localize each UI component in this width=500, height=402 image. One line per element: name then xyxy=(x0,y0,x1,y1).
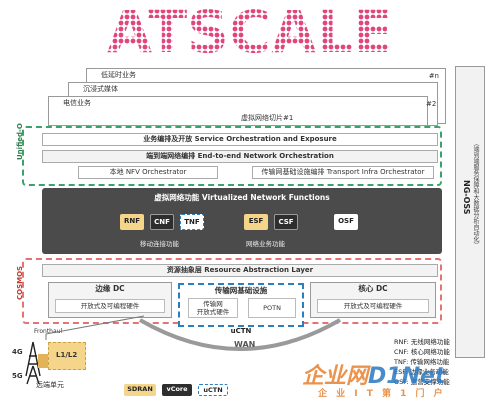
edge-dc-title: 边缘 DC xyxy=(95,284,125,293)
transport-potn: POTN xyxy=(248,298,296,318)
label-5g: 5G xyxy=(12,372,23,380)
rru-box xyxy=(38,354,48,368)
core-dc: 核心 DC 开放式及可编程硬件 xyxy=(310,282,436,318)
watermark-d1net: D1Net xyxy=(368,364,446,389)
vnf-esf: ESF xyxy=(244,214,268,230)
rru-label: 远端单元 xyxy=(36,381,64,389)
tag-vcore: vCore xyxy=(162,384,192,396)
watermark-subtitle: 企 业 I T 第 1 门 户 xyxy=(318,389,446,399)
ng-oss-title: NG-OSS xyxy=(462,180,471,215)
unified-o-label: Unified-O xyxy=(16,123,24,160)
tag-uctn: uCTN xyxy=(198,384,228,396)
vnf-title: 虚拟网络功能 Virtualized Network Functions xyxy=(154,193,330,202)
l1l2-label: L1/L2 xyxy=(56,351,78,359)
slice-mark-n: #n xyxy=(428,72,439,80)
fronthaul-label: Fronthaul xyxy=(34,328,63,335)
antenna-4g-icon xyxy=(25,341,41,377)
antenna-5g-icon xyxy=(26,365,40,385)
label-4g: 4G xyxy=(12,348,23,356)
vnf-panel xyxy=(42,188,442,254)
vnf-cnf: CNF xyxy=(150,214,174,230)
slice-telecom-label: 电信业务 xyxy=(63,99,91,107)
l1l2-unit: L1/L2 xyxy=(48,342,86,370)
vnf-mobile-label: 移动连接功能 xyxy=(140,240,179,248)
slice-mark-1: 虚拟网络切片#1 xyxy=(241,114,294,122)
watermark-logo: 企业网D1Net xyxy=(302,358,445,390)
tag-sdran: SDRAN xyxy=(124,384,156,396)
transport-infra-orchestrator: 传输网基础设施编排 Transport Infra Orchestrator xyxy=(252,166,434,179)
legend-tnf: TNF: 传输网络功能 xyxy=(394,358,450,366)
legend-esf: ESF: 边缘业务功能 xyxy=(394,368,449,376)
wan-label: WAN xyxy=(234,340,256,349)
legend: RNF: 无线网络功能 CNF: 核心网络功能 TNF: 传输网络功能 ESF:… xyxy=(394,336,494,386)
legend-cnf: CNF: 核心网络功能 xyxy=(394,348,450,356)
vnf-osf: OSF xyxy=(334,214,358,230)
uctn-label: uCTN xyxy=(230,327,252,335)
logo-text: ATSCALE xyxy=(107,2,393,58)
slice-telecom: 电信业务 虚拟网络切片#1 xyxy=(48,96,428,126)
ng-oss-column xyxy=(455,66,485,358)
watermark-cn: 企业网 xyxy=(302,364,369,389)
transport-infra: 传输网基础设施 传输网 开放式硬件 POTN xyxy=(178,283,304,327)
service-orchestration-bar: 业务编排及开放 Service Orchestration and Exposu… xyxy=(42,133,438,146)
vnf-service-label: 网络业务功能 xyxy=(246,240,285,248)
transport-open-hardware: 传输网 开放式硬件 xyxy=(188,298,238,318)
unified-o-frame xyxy=(22,126,442,186)
edge-dc-hardware: 开放式及可编程硬件 xyxy=(55,299,165,313)
slice-low-latency-label: 低延时业务 xyxy=(101,71,136,79)
legend-osf: OSF: 运营支撑功能 xyxy=(394,378,450,386)
ng-oss-subtitle: （端到端服务保障和大数据分析自动化） xyxy=(472,140,479,248)
slice-immersive-media-label: 沉浸式媒体 xyxy=(83,85,118,93)
core-dc-title: 核心 DC xyxy=(358,284,388,293)
vnf-rnf: RNF xyxy=(120,214,144,230)
local-nfv-orchestrator: 本地 NFV Orchestrator xyxy=(78,166,218,179)
cosmos-label: COSMOS xyxy=(16,265,24,300)
edge-dc: 边缘 DC 开放式及可编程硬件 xyxy=(48,282,172,318)
vnf-csf: CSF xyxy=(274,214,298,230)
wan-cloud xyxy=(138,318,342,351)
legend-rnf: RNF: 无线网络功能 xyxy=(394,338,450,346)
atscale-logo: ATSCALE xyxy=(107,2,393,58)
core-dc-hardware: 开放式及可编程硬件 xyxy=(317,299,429,313)
resource-abstraction-layer: 资源抽象层 Resource Abstraction Layer xyxy=(42,264,438,277)
e2e-orchestration-bar: 端到端网络编排 End-to-end Network Orchestration xyxy=(42,150,438,163)
fronthaul-line xyxy=(45,315,145,340)
transport-infra-title: 传输网基础设施 xyxy=(214,286,268,295)
slice-mark-2: #2 xyxy=(426,100,437,108)
vnf-tnf: TNF xyxy=(180,214,204,230)
